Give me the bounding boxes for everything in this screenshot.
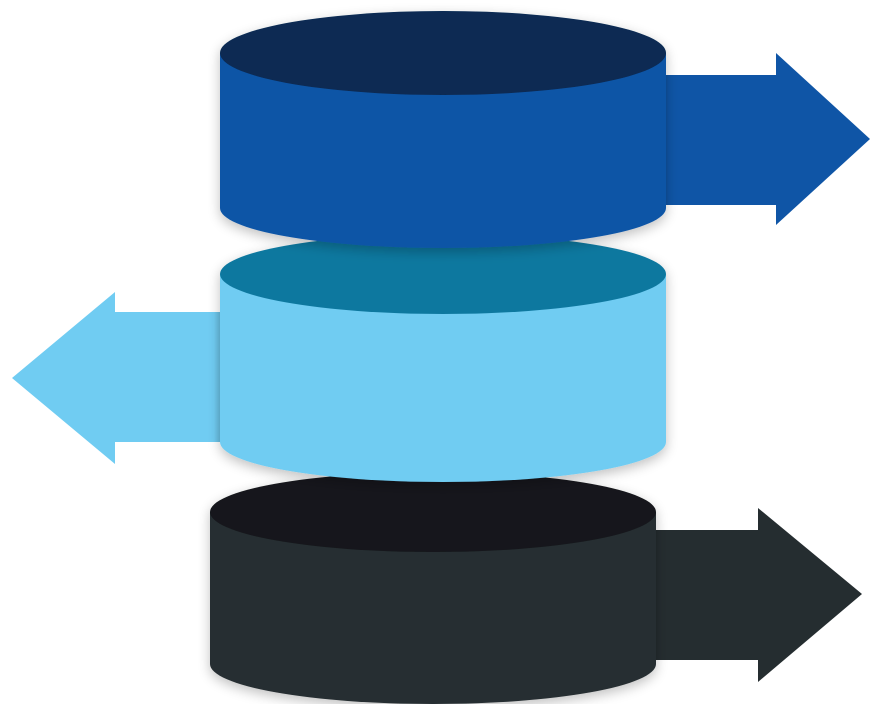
layer-2-group	[12, 234, 666, 482]
layer-3-group	[210, 472, 862, 704]
layer-3-arrow-right	[640, 508, 862, 682]
layer-2-arrow-left	[12, 292, 232, 464]
layer-1-arrow-right	[650, 53, 870, 225]
layer-1-group	[220, 11, 870, 248]
layer-2-cylinder	[220, 234, 666, 482]
layer-3-cylinder	[210, 472, 656, 704]
layer-1-cylinder	[220, 11, 666, 248]
